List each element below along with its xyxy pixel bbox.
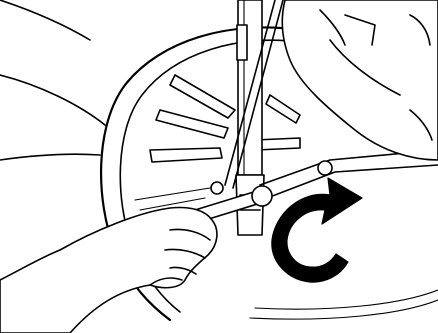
body-outline (0, 0, 105, 160)
fabric-bag (282, 0, 438, 160)
hand (0, 208, 217, 333)
clockwise-rotation-arrow-icon (272, 178, 362, 282)
